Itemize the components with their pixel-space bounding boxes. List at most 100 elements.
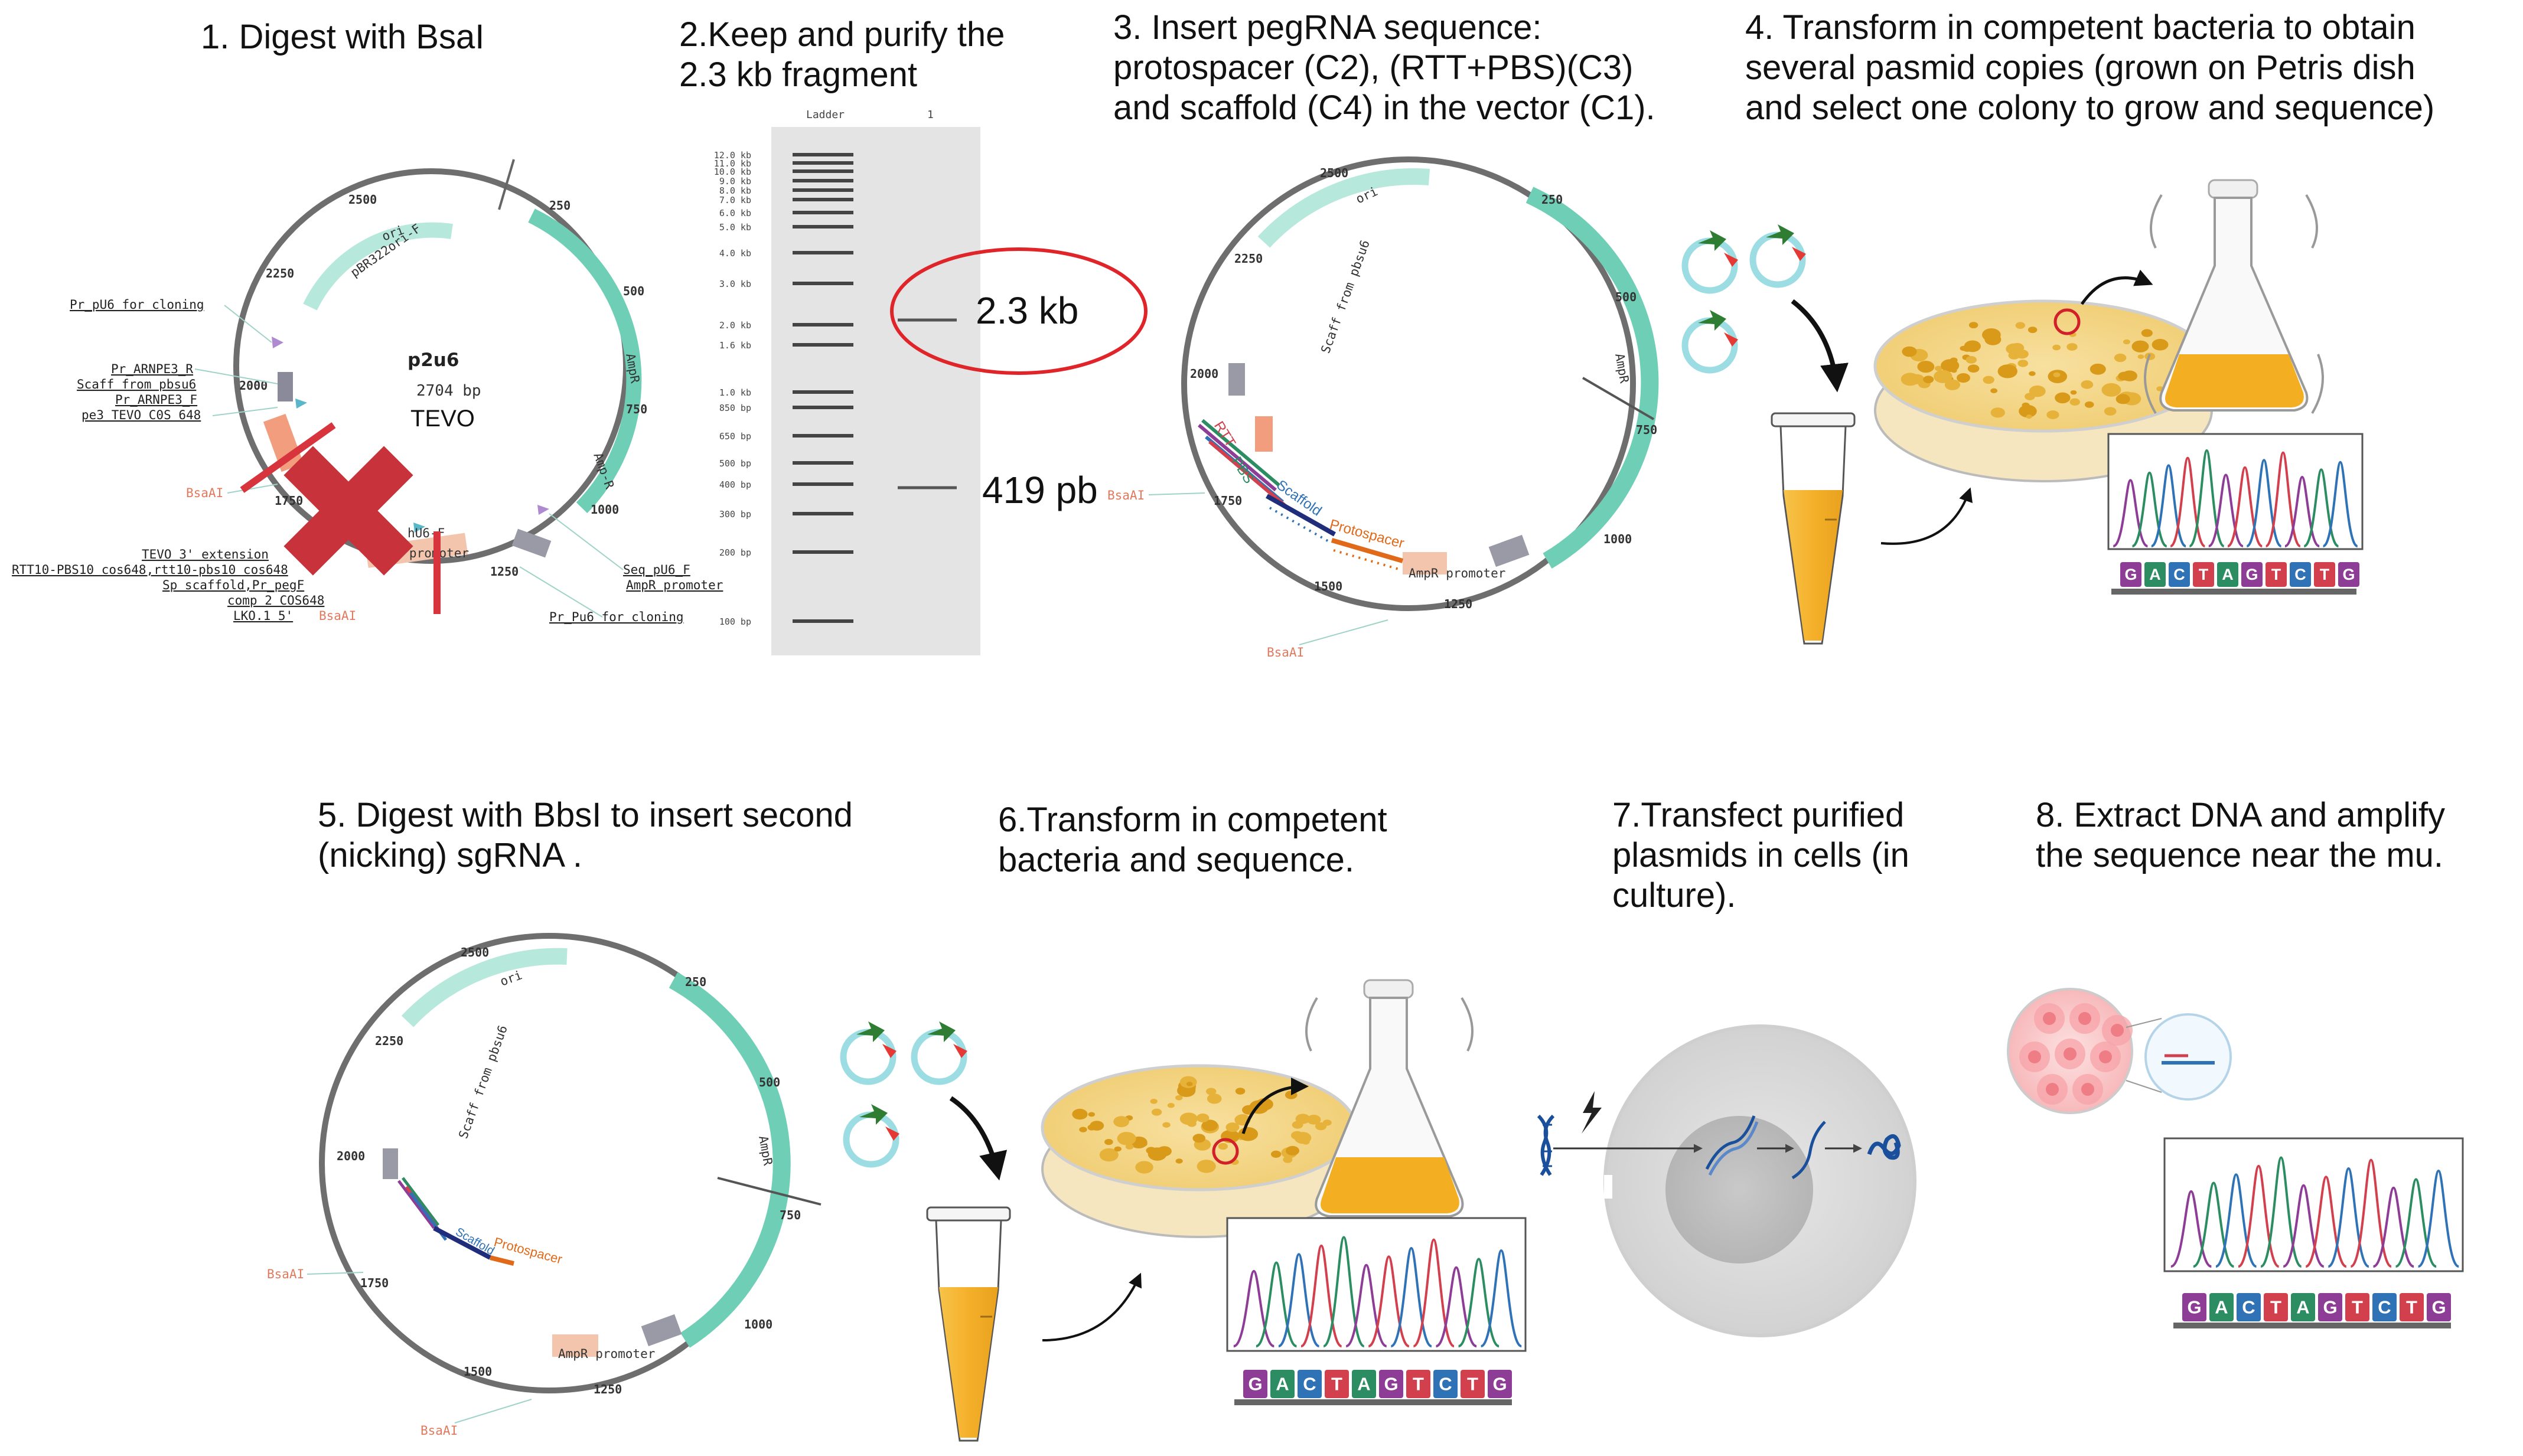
step7-transfection: [1537, 1024, 1916, 1337]
sequence-base-block: [1270, 1370, 1295, 1398]
small-plasmid-icon: [1681, 317, 1738, 374]
sequence-base-letter: T: [2320, 566, 2330, 583]
gel-marker-label: 200 bp: [719, 547, 751, 558]
colony-dot: [2069, 398, 2080, 406]
plasmid2-tick-250: 250: [1541, 192, 1563, 207]
sequence-base-letter: C: [1439, 1374, 1452, 1395]
plasmid3-bsaai-left: BsaAI: [267, 1267, 304, 1281]
colony-dot: [1079, 1127, 1087, 1132]
colony-dot: [2137, 354, 2144, 359]
colony-dot: [2084, 401, 2094, 408]
colony-dot: [1197, 1160, 1216, 1173]
gel-marker-label: 100 bp: [719, 616, 751, 627]
colony-dot: [1113, 1116, 1130, 1128]
colony-dot: [2104, 407, 2117, 416]
electroporation-bolt-icon: [1582, 1091, 1602, 1134]
step2-title-line2: 2.3 kb fragment: [679, 56, 917, 94]
plasmid2-orange-block: [1255, 416, 1273, 452]
colony-dot: [1990, 407, 2005, 418]
plasmid3-ampr-prom-block: [641, 1314, 682, 1347]
sequence-base-letter: T: [2352, 1297, 2363, 1318]
colony-dot: [1072, 1108, 1088, 1120]
sequence-base-letter: T: [1413, 1374, 1424, 1395]
gel-highlight-circle: [890, 247, 1148, 375]
plasmid1-label-tevo: TEVO: [410, 406, 475, 432]
colony-dot: [1207, 1093, 1222, 1104]
plasmid2-bsaai-bottom: BsaAI: [1267, 645, 1304, 660]
plasmid1-right-label-2: AmpR promoter: [626, 578, 723, 592]
sequence-base-letter: G: [2187, 1297, 2201, 1318]
step-titles: 1. Digest with BsaI 2.Keep and purify th…: [201, 8, 2445, 915]
step5-title-line2: (nicking) sgRNA .: [318, 836, 582, 874]
plasmid3-tick-1750: 1750: [360, 1276, 389, 1290]
colony-dot: [1934, 370, 1952, 383]
plasmid3-tick-2250: 2250: [375, 1034, 403, 1048]
plasmid1-cut-line: [498, 159, 515, 210]
red-arrow-icon: [882, 1044, 897, 1058]
step4-title-line1: 4. Transform in competent bacteria to ob…: [1745, 8, 2416, 47]
plasmid2-ampr-prom-block: [1488, 534, 1530, 567]
plasmid1-left-label-3: Scaff from pbsu6: [77, 377, 196, 391]
colony-dot: [2115, 394, 2130, 404]
plasmid3-tick-500: 500: [759, 1075, 780, 1089]
sequence-base-block: [2372, 1293, 2397, 1321]
sequence-base-letter: G: [2323, 1297, 2337, 1318]
plasmid1-bsaai2-label: BsaAI: [319, 609, 356, 623]
plasmid3-tick-1250: 1250: [594, 1382, 622, 1396]
plasmid1-left-label-1: Pr_pU6 for cloning: [70, 298, 204, 312]
plasmid3-tick-2000: 2000: [337, 1149, 365, 1163]
zoom-line-top: [2126, 1018, 2162, 1028]
arrow-tube-to-dish-bottom: [1042, 1272, 1142, 1341]
small-plasmid-icon: [1681, 237, 1738, 294]
colony-dot: [1290, 1131, 1303, 1140]
plasmid3-tick-250: 250: [685, 975, 706, 989]
tissue-cell-nucleus: [2081, 1083, 2094, 1096]
plasmid2-ampr-feature: [1525, 187, 1659, 569]
sequence-base-block: [1488, 1370, 1512, 1398]
plasmid1-pr-arnpe3-marker: [295, 399, 307, 409]
colony-dot: [1322, 1119, 1332, 1126]
plasmid1-seq-marker: [537, 505, 549, 515]
colony-dot: [1270, 1150, 1282, 1158]
tissue-cell-nucleus: [2028, 1050, 2041, 1063]
sequence-base-letter: G: [1492, 1374, 1507, 1395]
sequence-base-block: [1325, 1370, 1349, 1398]
gel-marker-label: 850 bp: [719, 403, 751, 413]
colony-dot: [2152, 339, 2169, 351]
small-plasmid-icon: [843, 1111, 899, 1168]
red-arrow-icon: [885, 1127, 899, 1141]
sequence-base-letter: G: [2342, 566, 2355, 583]
colony-dot: [2026, 414, 2032, 419]
step8-title-line2: the sequence near the mu.: [2036, 836, 2443, 874]
sequence-base-letter: A: [2222, 566, 2234, 583]
plasmid1-ori-feature: [303, 222, 453, 311]
sequence-base-letter: T: [2199, 566, 2209, 583]
sequence-base-block: [2241, 562, 2263, 587]
colony-dot: [2070, 390, 2077, 395]
sequence-base-block: [1406, 1370, 1430, 1398]
colony-dot: [1225, 1122, 1240, 1132]
plasmid3-scaffold-block: [383, 1148, 398, 1179]
colony-dot: [1997, 364, 2017, 378]
plasmid1-tick-2250: 2250: [266, 266, 294, 280]
sequence-base-block: [1298, 1370, 1322, 1398]
small-plasmid-icon: [911, 1029, 967, 1085]
plasmid2-bsaai-bottom-leader: [1299, 619, 1388, 645]
arrow-plasmids-to-tube-top: [1791, 299, 1849, 393]
plasmid2-bsaai-left-leader: [1148, 492, 1205, 495]
dna-helix-nucleus-icon: [1705, 1115, 1759, 1176]
plasmid1-left-label-2: Pr_ARNPE3_R: [111, 362, 193, 376]
plasmid2-scaff-label: Scaff from pbsu6: [1318, 238, 1373, 355]
tissue-cell-nucleus: [2046, 1083, 2059, 1096]
colony-dot: [2046, 410, 2059, 419]
tissue-cell-nucleus: [2111, 1024, 2124, 1037]
step7-title-line2: plasmids in cells (in: [1612, 836, 1909, 874]
colony-dot: [2101, 383, 2121, 397]
colony-dot: [1167, 1102, 1175, 1108]
colony-dot: [1917, 360, 1935, 373]
plasmid2-ori-feature: [1257, 168, 1430, 248]
colony-dot: [2029, 371, 2036, 376]
colony-dot: [1983, 376, 1994, 384]
